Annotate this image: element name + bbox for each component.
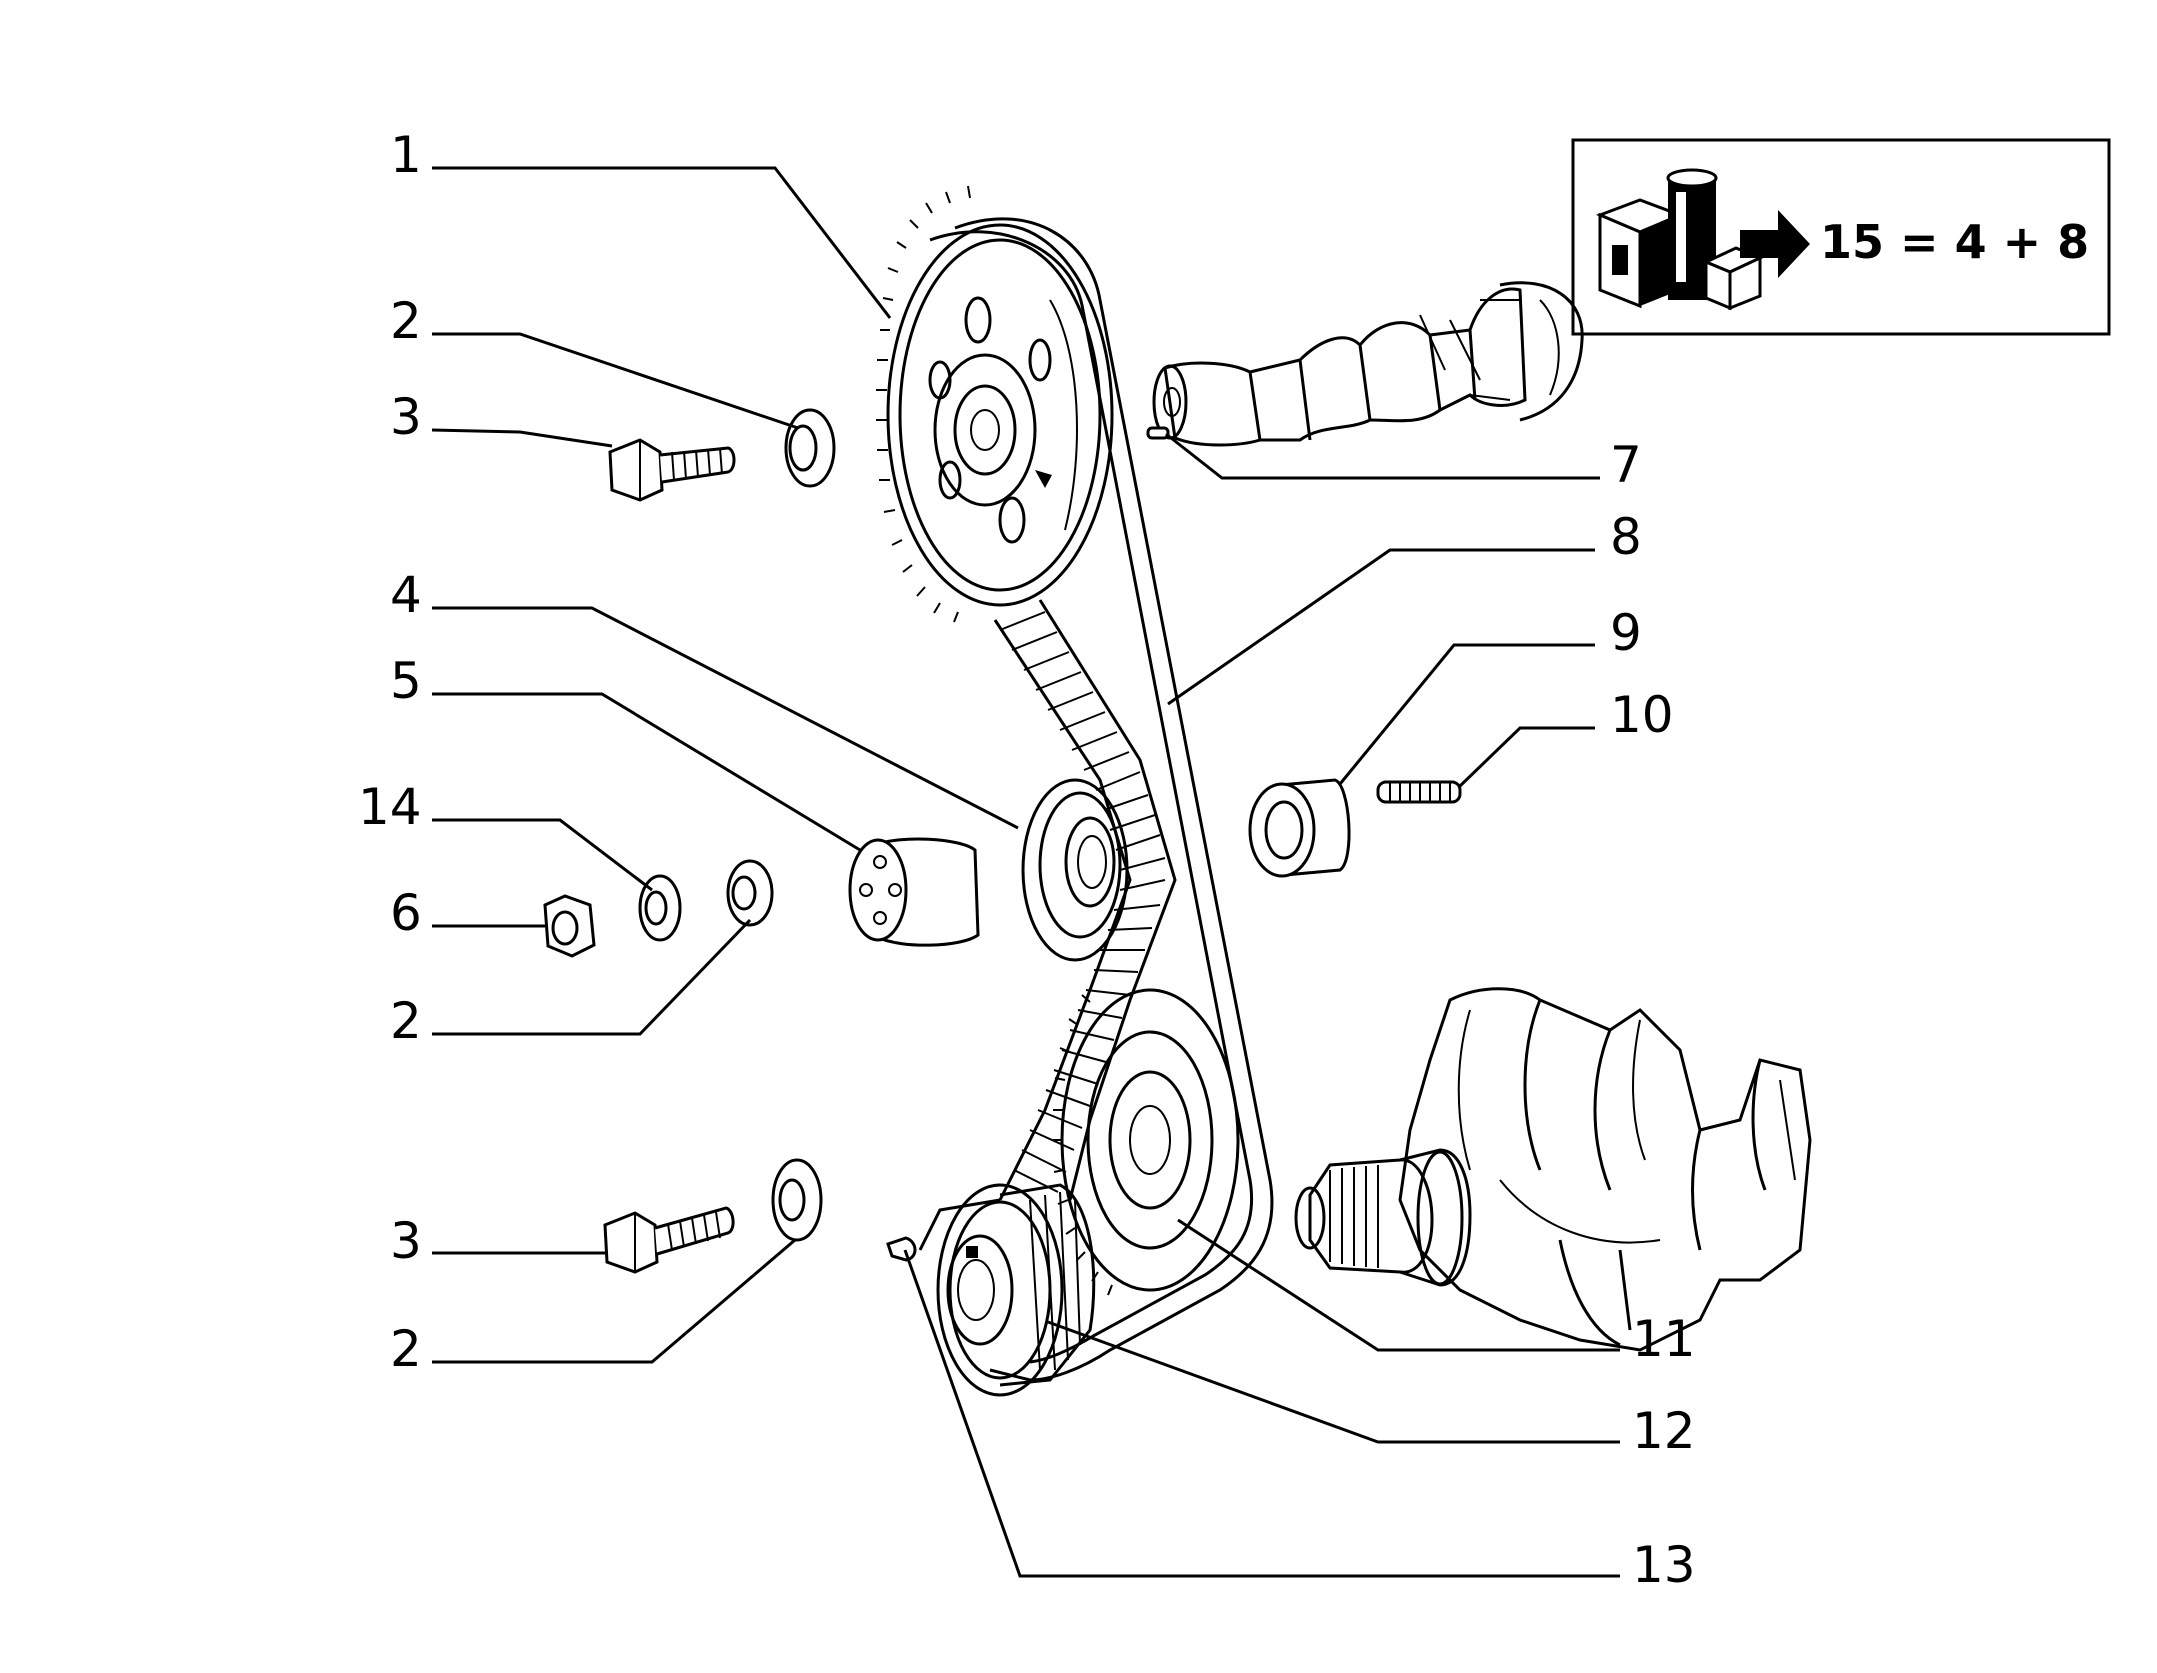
bushing: [1248, 778, 1351, 878]
bolt-lower: [603, 1206, 735, 1274]
tensioner-pulley: [1021, 778, 1129, 962]
crankshaft-pulley: [936, 1183, 1096, 1397]
washer-upper: [784, 408, 836, 488]
washer-middle: [726, 859, 774, 927]
callout-14: 14: [358, 778, 422, 836]
callout-3-lower: 3: [390, 1212, 422, 1270]
camshaft: [1146, 281, 1584, 447]
callout-9: 9: [1610, 604, 1642, 662]
callout-numbers: 1 2 3 4 5 14 6 2 3 2 7 8 9 10 11 12 13: [358, 126, 1696, 1594]
washer-lower: [771, 1158, 823, 1242]
leader-lines: [431, 166, 1620, 1578]
callout-7: 7: [1610, 436, 1642, 494]
washer-14: [638, 874, 682, 942]
bolt-upper: [608, 438, 736, 502]
callout-8: 8: [1610, 508, 1642, 566]
kit-arrow-box-icon: [1702, 210, 1810, 311]
callout-12: 12: [1632, 1402, 1696, 1460]
callout-1: 1: [390, 126, 422, 184]
timing-belt: [918, 217, 1274, 1382]
callout-10: 10: [1610, 686, 1674, 744]
callout-3-upper: 3: [390, 388, 422, 446]
nut: [543, 894, 596, 958]
crankshaft: [1294, 987, 1812, 1352]
callout-2-lower: 2: [390, 1320, 422, 1378]
tensioner-hub: [848, 837, 980, 947]
camshaft-pulley: [876, 185, 1114, 623]
kit-formula: 15 = 4 + 8: [1820, 215, 2089, 269]
callout-13: 13: [1632, 1536, 1696, 1594]
callout-2-middle: 2: [390, 992, 422, 1050]
callout-5: 5: [390, 652, 422, 710]
callout-6: 6: [390, 884, 422, 942]
callout-11: 11: [1632, 1310, 1696, 1368]
woodruff-key: [886, 1236, 917, 1262]
callout-2-upper: 2: [390, 292, 422, 350]
kit-cylinder-icon: [1666, 168, 1718, 300]
callout-4: 4: [390, 566, 422, 624]
kit-info-box: 15 = 4 + 8: [1571, 138, 2111, 336]
stud: [1376, 780, 1462, 804]
auxiliary-pulley: [1053, 988, 1240, 1296]
